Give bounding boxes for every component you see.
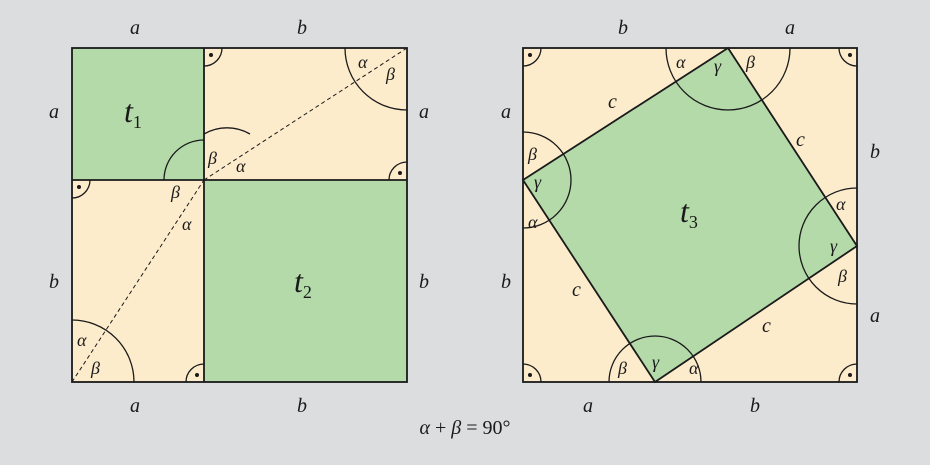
angle-label-alpha: α (358, 52, 368, 72)
angle-label-gamma: γ (652, 352, 660, 372)
diagonal-bottom-left (71, 179, 205, 383)
side-label-left: b (501, 271, 511, 293)
side-label-bottom: a (130, 395, 140, 417)
side-label-top: b (618, 17, 628, 39)
side-label-bottom: a (583, 395, 593, 417)
angle-label-beta: β (527, 144, 537, 164)
angle-label-beta: β (385, 64, 395, 84)
side-label-bottom: b (297, 395, 307, 417)
right-figure: α γ β β γ α α γ β β γ α c c c c t3 b a a… (501, 17, 880, 417)
angle-label-beta: β (745, 52, 755, 72)
side-label-left: a (49, 101, 59, 123)
angle-label-alpha: α (236, 156, 246, 176)
angle-label-alpha: α (836, 194, 846, 214)
hypotenuse-label: c (572, 279, 581, 301)
left-outer-border (71, 47, 408, 383)
square-t1 (72, 48, 204, 180)
hypotenuse-label: c (796, 129, 805, 151)
angle-label-alpha: α (182, 214, 192, 234)
angle-arc (71, 319, 135, 383)
side-label-right: a (870, 305, 880, 327)
angle-label-gamma: γ (714, 56, 722, 76)
angle-label-alpha: α (528, 212, 538, 232)
angle-label-alpha: α (676, 52, 686, 72)
right-outer-border (522, 47, 858, 383)
right-angle-marker (203, 47, 223, 67)
angle-label-beta: β (617, 358, 627, 378)
side-label-left: b (49, 271, 59, 293)
right-angle-marker (838, 363, 858, 383)
angle-label-beta: β (207, 148, 217, 168)
diagonal-top-right (203, 47, 408, 181)
angle-label-gamma: γ (830, 236, 838, 256)
angle-arc (163, 139, 205, 181)
right-angle-marker (522, 47, 542, 67)
angle-arc (608, 335, 702, 383)
angle-arc (798, 187, 858, 305)
angle-label-beta: β (170, 182, 180, 202)
square-t1-label: t1 (124, 93, 142, 132)
angle-label-alpha: α (689, 358, 699, 378)
hypotenuse-label: c (762, 315, 771, 337)
side-label-top: b (297, 17, 307, 39)
right-angle-marker (838, 47, 858, 67)
square-t2 (204, 180, 407, 382)
angle-label-gamma: γ (534, 172, 542, 192)
side-label-right: b (870, 141, 880, 163)
side-label-bottom: b (750, 395, 760, 417)
right-angle-marker (388, 161, 408, 181)
side-label-top: a (130, 17, 140, 39)
angle-label-alpha: α (77, 330, 87, 350)
angle-arc (344, 47, 408, 111)
side-label-top: a (785, 17, 795, 39)
square-t3-label: t3 (680, 193, 698, 232)
left-figure: α β β α β α α β t1 t2 a b a b a b a b (49, 17, 429, 417)
angle-label-beta: β (837, 266, 847, 286)
angle-sum-formula: α + β = 90° (419, 417, 510, 439)
hypotenuse-label: c (608, 91, 617, 113)
right-angle-marker (522, 363, 542, 383)
right-angle-marker (71, 179, 91, 199)
angle-arc (203, 127, 251, 135)
angle-arc (522, 131, 572, 229)
angle-arc (665, 47, 791, 111)
side-label-right: b (419, 271, 429, 293)
square-t2-label: t2 (294, 263, 312, 302)
right-angle-marker (185, 363, 205, 383)
side-label-left: a (501, 101, 511, 123)
angle-label-beta: β (90, 358, 100, 378)
side-label-right: a (419, 101, 429, 123)
